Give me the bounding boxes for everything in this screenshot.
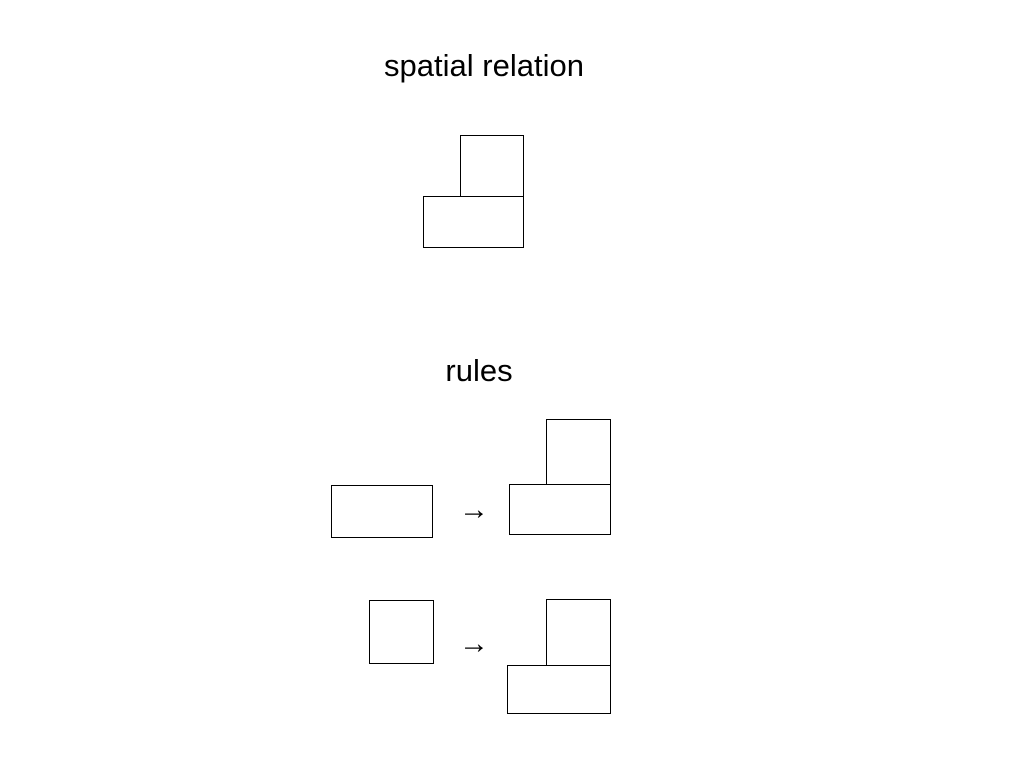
rule-2-arrow-icon: → — [459, 627, 489, 660]
rule-1-rhs-top-square — [546, 419, 611, 485]
rule-1-rhs-base-rectangle — [509, 484, 611, 535]
rules-heading: rules — [445, 353, 513, 388]
figure-top-square — [460, 135, 524, 197]
rule-2-rhs-base-rectangle — [507, 665, 611, 714]
rule-1-arrow-icon: → — [459, 493, 489, 526]
figure-base-rectangle — [423, 196, 524, 248]
rule-2-rhs-top-square — [546, 599, 611, 666]
rule-2-lhs-square — [369, 600, 434, 664]
rule-1-lhs-rectangle — [331, 485, 433, 538]
page-title: spatial relation — [384, 48, 584, 83]
